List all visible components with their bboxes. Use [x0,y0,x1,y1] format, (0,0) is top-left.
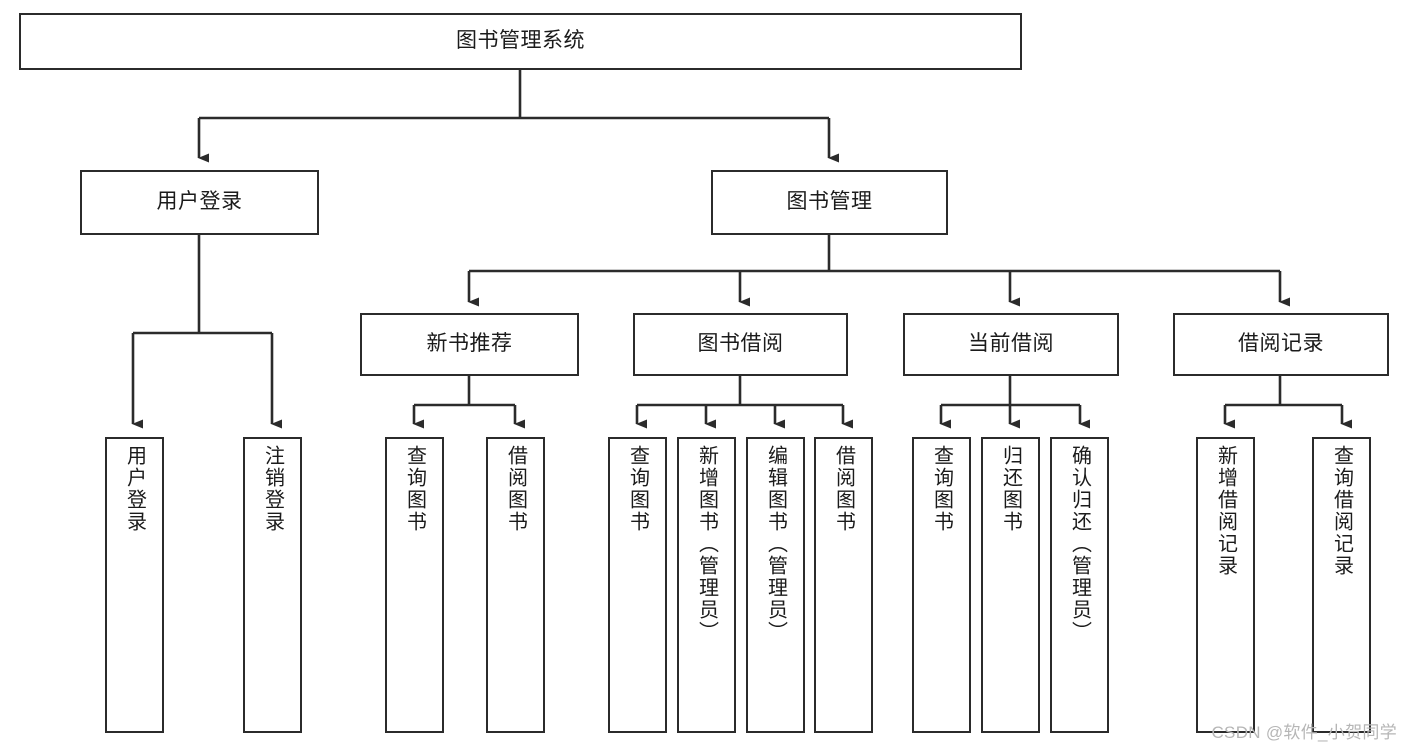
leaf-query-book-borrow[interactable]: 查询图书 [608,437,667,733]
leaf-query-book-borrow-label: 查询图书 [626,445,649,533]
leaf-confirm-return-admin[interactable]: 确认归还（管理员） [1050,437,1109,733]
node-book-management-label: 图书管理 [786,190,873,214]
leaf-add-book-admin-label: 新增图书（管理员） [695,445,718,643]
watermark: CSDN @软件_小贺同学 [1211,723,1397,742]
leaf-return-book[interactable]: 归还图书 [981,437,1040,733]
leaf-borrow-book-newbooks-label: 借阅图书 [504,445,527,533]
leaf-return-book-label: 归还图书 [999,445,1022,533]
node-new-book-recommend[interactable]: 新书推荐 [360,313,579,376]
leaf-add-borrow-record[interactable]: 新增借阅记录 [1196,437,1255,733]
leaf-logout[interactable]: 注销登录 [243,437,302,733]
node-current-borrow-label: 当前借阅 [968,332,1054,356]
node-root-label: 图书管理系统 [456,29,585,53]
leaf-edit-book-admin-label: 编辑图书（管理员） [764,445,787,643]
node-current-borrow[interactable]: 当前借阅 [903,313,1119,376]
leaf-add-book-admin[interactable]: 新增图书（管理员） [677,437,736,733]
node-book-borrow-label: 图书借阅 [697,332,784,356]
leaf-borrow-book-newbooks[interactable]: 借阅图书 [486,437,545,733]
leaf-logout-label: 注销登录 [261,445,284,533]
leaf-query-borrow-record-label: 查询借阅记录 [1330,445,1353,577]
leaf-confirm-return-admin-label: 确认归还（管理员） [1068,445,1091,643]
leaf-query-book-newbooks[interactable]: 查询图书 [385,437,444,733]
leaf-user-login-label: 用户登录 [123,445,146,533]
node-borrow-records[interactable]: 借阅记录 [1173,313,1389,376]
leaf-user-login[interactable]: 用户登录 [105,437,164,733]
leaf-add-borrow-record-label: 新增借阅记录 [1214,445,1237,577]
node-user-login[interactable]: 用户登录 [80,170,319,235]
node-book-borrow[interactable]: 图书借阅 [633,313,848,376]
node-new-book-recommend-label: 新书推荐 [426,332,513,356]
leaf-query-book-newbooks-label: 查询图书 [403,445,426,533]
node-borrow-records-label: 借阅记录 [1238,332,1324,356]
leaf-query-book-current-label: 查询图书 [930,445,953,533]
leaf-edit-book-admin[interactable]: 编辑图书（管理员） [746,437,805,733]
leaf-borrow-book-borrow[interactable]: 借阅图书 [814,437,873,733]
node-user-login-label: 用户登录 [156,190,243,214]
leaf-borrow-book-borrow-label: 借阅图书 [832,445,855,533]
node-book-management[interactable]: 图书管理 [711,170,948,235]
leaf-query-borrow-record[interactable]: 查询借阅记录 [1312,437,1371,733]
leaf-query-book-current[interactable]: 查询图书 [912,437,971,733]
node-root[interactable]: 图书管理系统 [19,13,1022,70]
